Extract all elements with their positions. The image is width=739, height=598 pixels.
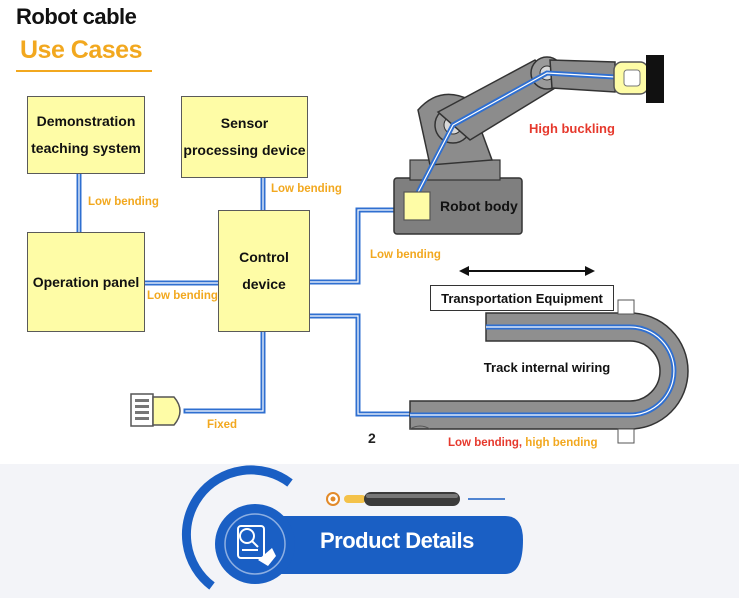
search-document-icon (181, 465, 295, 590)
control-device-box: Control device (218, 210, 310, 332)
product-details-button[interactable]: Product Details (320, 528, 474, 553)
track-internal-wiring-label: Track internal wiring (476, 354, 618, 380)
plug-connector-icon (130, 393, 181, 427)
cable-decoration-icon (326, 492, 505, 506)
robot-body-module (403, 191, 431, 221)
low-bending-label: Low bending (147, 290, 218, 302)
low-bending-part: Low bending, (448, 437, 523, 449)
subtitle-underline (16, 70, 152, 72)
high-bending-part: high bending (522, 437, 598, 449)
sensor-processing-label: Sensor processing device (183, 115, 306, 158)
section-subtitle: Use Cases (20, 36, 142, 64)
control-device-label: Control device (239, 249, 289, 292)
low-bending-label: Low bending (271, 183, 342, 195)
demonstration-teaching-box: Demonstration teaching system (27, 96, 145, 174)
fixed-label: Fixed (207, 419, 238, 431)
gripper-icon (613, 55, 664, 103)
low-bending-label: Low bending (370, 249, 441, 261)
bending-type-label: Low bending, high bending (448, 437, 597, 449)
figure-number: 2 (368, 430, 376, 446)
drag-chain-illustration (409, 299, 689, 444)
cable-lines (76, 170, 421, 417)
sensor-processing-box: Sensor processing device (181, 96, 308, 178)
demonstration-teaching-label: Demonstration teaching system (31, 113, 141, 156)
robot-body-label: Robot body (440, 198, 518, 214)
operation-panel-label: Operation panel (32, 273, 140, 290)
high-buckling-label: High buckling (529, 121, 615, 136)
low-bending-label: Low bending (88, 196, 159, 208)
product-details-banner (250, 516, 523, 574)
operation-panel-box: Operation panel (27, 232, 145, 332)
page-title: Robot cable (16, 4, 137, 29)
double-arrow-icon (459, 266, 595, 276)
transportation-equipment-label: Transportation Equipment (430, 285, 614, 311)
